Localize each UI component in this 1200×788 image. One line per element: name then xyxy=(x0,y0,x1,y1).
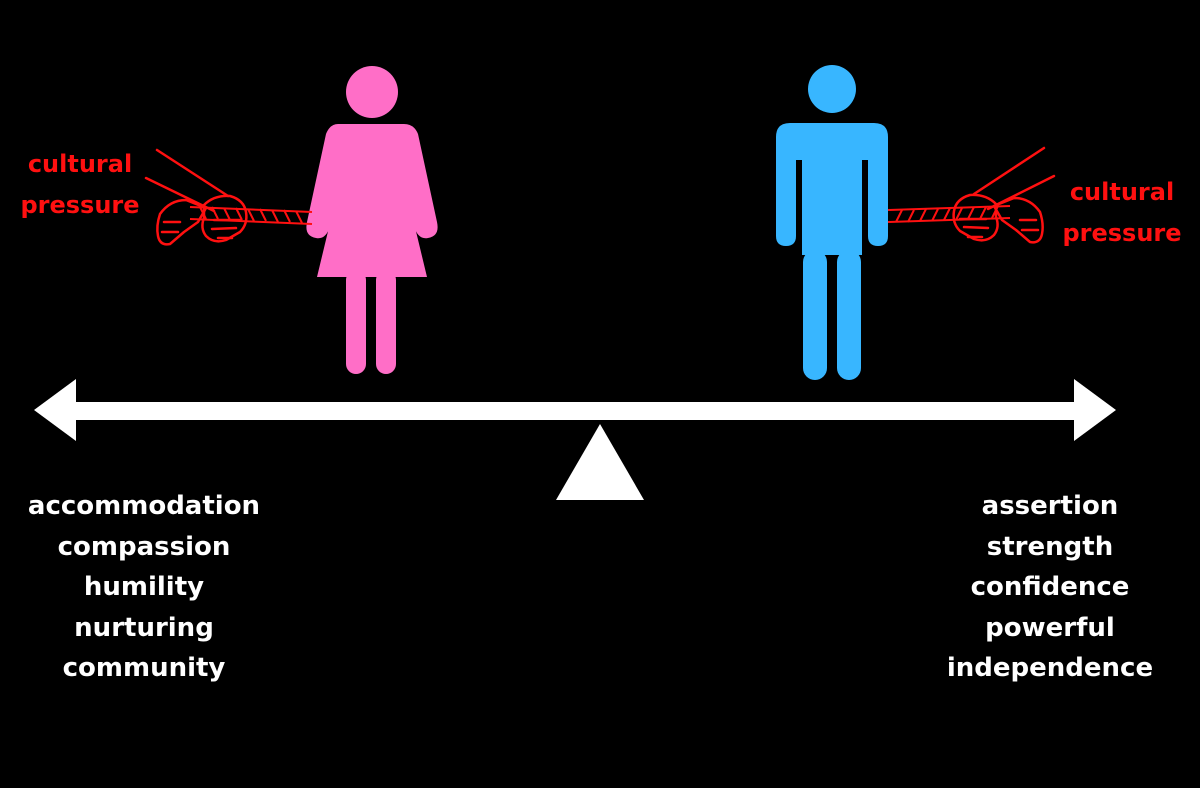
trait-item: independence xyxy=(930,648,1170,689)
pulling-hands-left-icon xyxy=(146,150,246,244)
balance-beam xyxy=(34,379,1116,441)
trait-item: accommodation xyxy=(14,486,274,527)
masculine-traits-list: assertion strength confidence powerful i… xyxy=(930,486,1170,689)
left-arrow-head xyxy=(34,379,76,441)
trait-item: community xyxy=(14,648,274,689)
fulcrum-triangle-icon xyxy=(556,424,644,500)
pulling-hands-right-icon xyxy=(954,148,1054,242)
man-figure-icon xyxy=(776,65,888,380)
right-arrow-head xyxy=(1074,379,1116,441)
cultural-pressure-right-label: cultural pressure xyxy=(1052,172,1192,254)
trait-item: powerful xyxy=(930,608,1170,649)
pressure-left-line2: pressure xyxy=(10,185,150,226)
trait-item: confidence xyxy=(930,567,1170,608)
feminine-traits-list: accommodation compassion humility nurtur… xyxy=(14,486,274,689)
pressure-right-line1: cultural xyxy=(1052,172,1192,213)
trait-item: humility xyxy=(14,567,274,608)
woman-figure-icon xyxy=(306,66,437,374)
trait-item: nurturing xyxy=(14,608,274,649)
trait-item: strength xyxy=(930,527,1170,568)
trait-item: compassion xyxy=(14,527,274,568)
pressure-right-line2: pressure xyxy=(1052,213,1192,254)
pressure-left-line1: cultural xyxy=(10,144,150,185)
trait-item: assertion xyxy=(930,486,1170,527)
cultural-pressure-left-label: cultural pressure xyxy=(10,144,150,226)
